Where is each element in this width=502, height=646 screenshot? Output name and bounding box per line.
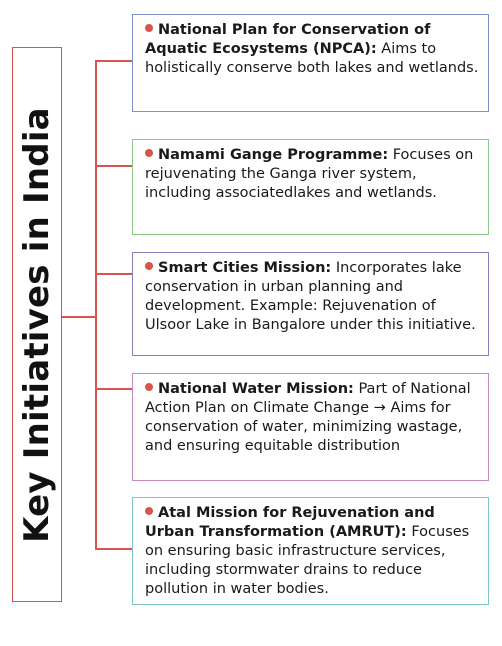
connector-branch-4 <box>95 388 132 390</box>
connector-branch-1 <box>95 60 132 62</box>
initiative-card-namami-gange: Namami Gange Programme: Focuses on rejuv… <box>132 139 489 235</box>
bullet-icon <box>145 507 153 515</box>
initiative-card-amrut: Atal Mission for Rejuvenation and Urban … <box>132 497 489 605</box>
initiative-text: Part of National Action Plan on Climate … <box>145 381 471 454</box>
initiative-text: Focuses on ensuring basic infrastructure… <box>145 524 470 597</box>
initiative-text: Incorporates lake conservation in urban … <box>145 260 476 333</box>
initiative-heading: Smart Cities Mission: <box>158 260 332 276</box>
initiative-heading: National Plan for Conservation of Aquati… <box>145 22 431 57</box>
title-box: Key Initiatives in India <box>12 47 62 602</box>
connector-branch-2 <box>95 165 132 167</box>
initiative-heading: Namami Gange Programme: <box>158 147 389 163</box>
initiative-text: Aims to holistically conserve both lakes… <box>145 41 479 76</box>
initiative-card-national-water-mission: National Water Mission: Part of National… <box>132 373 489 481</box>
connector-branch-3 <box>95 273 132 275</box>
initiative-heading: National Water Mission: <box>158 381 354 397</box>
initiative-card-smart-cities: Smart Cities Mission: Incorporates lake … <box>132 252 489 356</box>
bullet-icon <box>145 24 153 32</box>
diagram-title: Key Initiatives in India <box>17 106 58 543</box>
connector-stem <box>62 316 96 318</box>
connector-branch-5 <box>95 548 132 550</box>
initiative-card-npca: National Plan for Conservation of Aquati… <box>132 14 489 112</box>
connector-spine <box>95 60 97 550</box>
bullet-icon <box>145 383 153 391</box>
initiative-text: Focuses on rejuvenating the Ganga river … <box>145 147 474 201</box>
bullet-icon <box>145 262 153 270</box>
bullet-icon <box>145 149 153 157</box>
initiative-heading: Atal Mission for Rejuvenation and Urban … <box>145 505 435 540</box>
